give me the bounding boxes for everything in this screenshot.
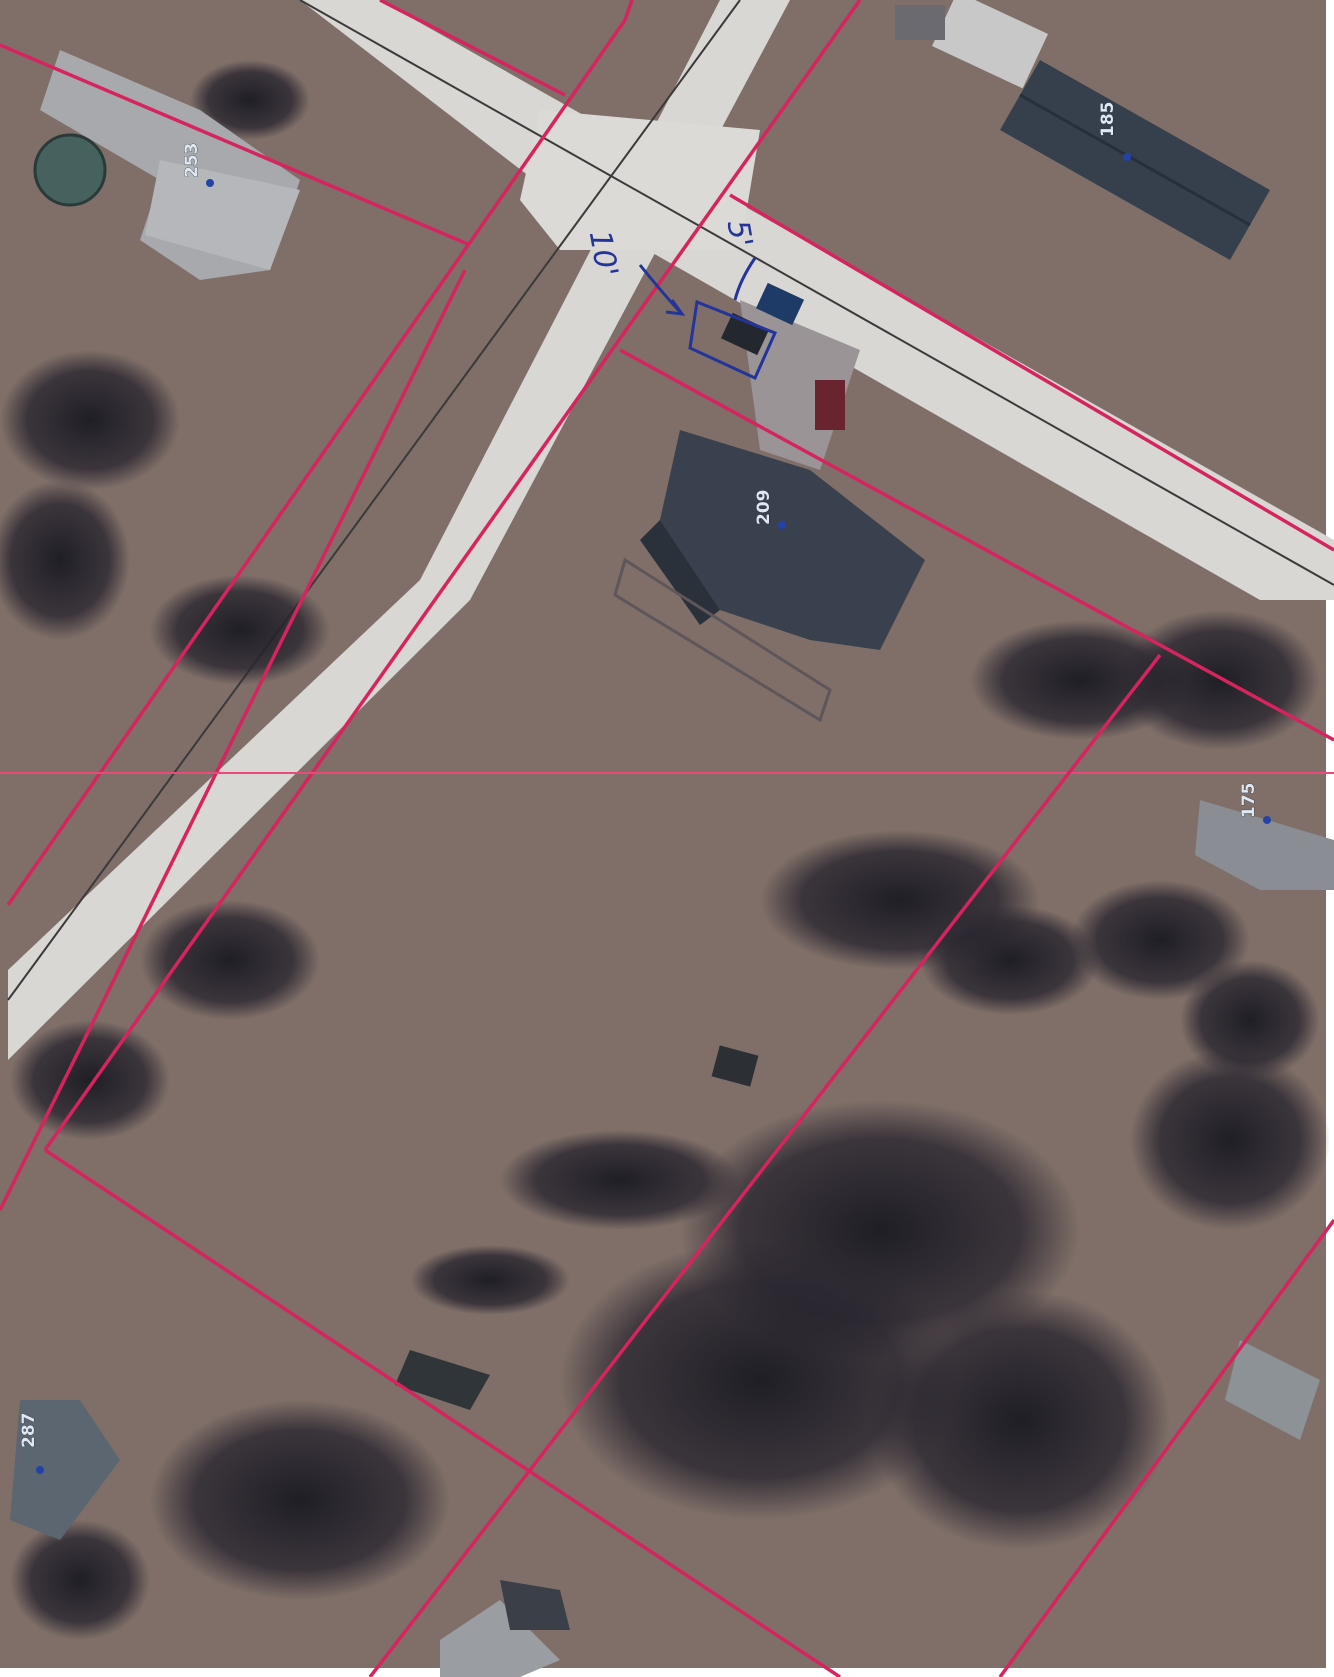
arrow-right — [733, 257, 757, 301]
tree-shadows — [0, 60, 1330, 1640]
pool — [33, 133, 107, 207]
parcel-label-253[interactable]: 253 — [182, 142, 203, 179]
car-dark — [720, 312, 770, 356]
parcel-point-185 — [1123, 153, 1131, 161]
intersection-pad — [520, 110, 760, 250]
vehicle-field — [711, 1045, 759, 1087]
parcel-label-287[interactable]: 287 — [19, 1412, 40, 1449]
hand-annotations: 10' 5' — [582, 217, 778, 380]
shed-bottom-right — [1225, 1340, 1320, 1440]
parcel-point-209 — [778, 521, 786, 529]
yard-outline-209 — [613, 557, 832, 723]
white-margin-bottom — [0, 1668, 1334, 1677]
parcel-point-253 — [206, 179, 214, 187]
house-287 — [10, 1400, 120, 1540]
parcel-label-group: 253 185 209 175 287 — [19, 101, 1271, 1474]
house-175 — [1195, 800, 1334, 890]
car-red — [815, 380, 845, 430]
parcel-point-175 — [1263, 816, 1271, 824]
roof-bottom-mid — [500, 1580, 570, 1630]
white-margin-right — [1326, 0, 1334, 1677]
buildings — [10, 0, 1334, 1677]
annotation-dim-left: 10' — [582, 228, 625, 280]
drawn-box — [688, 299, 778, 380]
annotation-dim-right: 5' — [720, 217, 759, 250]
small-shed — [395, 1350, 490, 1410]
parcel-point-287 — [36, 1466, 44, 1474]
car-blue — [755, 282, 805, 326]
house-209 — [660, 430, 925, 650]
building-bottom — [440, 1600, 560, 1677]
parcel-label-185[interactable]: 185 — [1098, 101, 1119, 138]
parcel-label-209[interactable]: 209 — [754, 489, 775, 526]
parcel-label-175[interactable]: 175 — [1239, 782, 1260, 819]
